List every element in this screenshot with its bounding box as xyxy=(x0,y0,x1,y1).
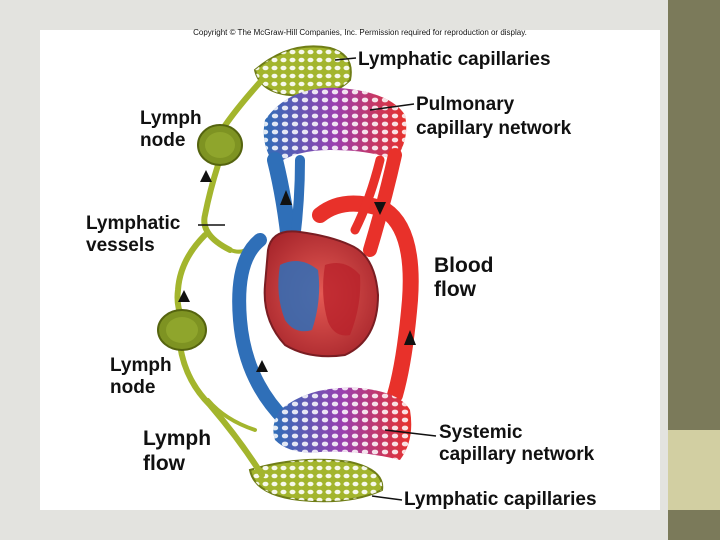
label-lymphatic-capillaries-bottom: Lymphatic capillaries xyxy=(404,489,597,510)
oxygenated-vessels xyxy=(312,148,419,403)
pulmonary-capillary-network xyxy=(263,87,407,165)
label-systemic-line2: capillary network xyxy=(439,444,595,465)
label-systemic-line1: Systemic xyxy=(439,422,523,443)
label-lymph-node-bottom-line2: node xyxy=(110,377,155,398)
lymph-node-icon xyxy=(197,124,243,166)
label-lymph-node-top-line1: Lymph xyxy=(140,108,202,129)
label-pulmonary-line2: capillary network xyxy=(416,118,572,139)
lymphatic-capillaries-bottom xyxy=(248,458,384,503)
copyright-notice: Copyright © The McGraw-Hill Companies, I… xyxy=(193,28,527,37)
label-lymph-node-top-line2: node xyxy=(140,130,185,151)
label-lymph-flow-line2: flow xyxy=(143,452,186,475)
heart-icon xyxy=(263,230,380,358)
label-lymph-flow-line1: Lymph xyxy=(143,427,211,450)
slide-sidebar-accent xyxy=(668,430,720,510)
label-blood-flow-line1: Blood xyxy=(434,254,493,277)
lymph-node-icon xyxy=(157,309,207,351)
label-pulmonary-line1: Pulmonary xyxy=(416,94,515,115)
label-lymphatic-vessels-line2: vessels xyxy=(86,235,155,256)
label-lymphatic-vessels-line1: Lymphatic xyxy=(86,213,181,234)
lymphatic-capillaries-top xyxy=(253,45,352,97)
label-lymph-node-bottom-line1: Lymph xyxy=(110,355,172,376)
flow-arrow-icon xyxy=(178,170,416,372)
systemic-capillary-network xyxy=(273,387,412,460)
label-blood-flow-line2: flow xyxy=(434,278,477,301)
label-lymphatic-capillaries-top: Lymphatic capillaries xyxy=(358,49,551,70)
leader-lines xyxy=(198,57,437,501)
